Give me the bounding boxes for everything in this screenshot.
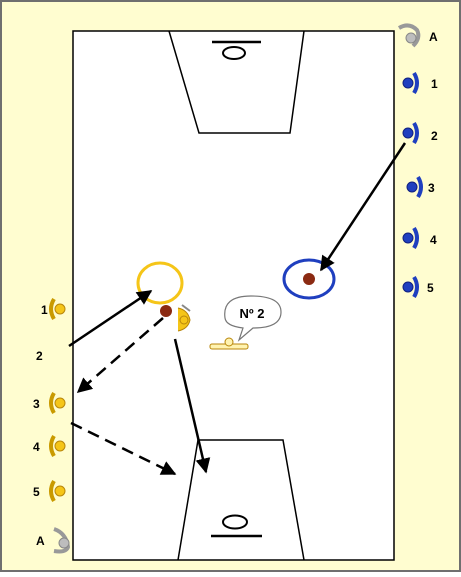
drive-arrow [173, 338, 211, 474]
movement-arrows [68, 142, 407, 476]
right-player-label: 2 [431, 129, 438, 143]
assistant-icon [397, 23, 421, 48]
coach-callout: Nº 2 [209, 295, 282, 350]
left-player-label: 3 [33, 397, 40, 411]
right-bench: A 1 2 3 4 5 [397, 23, 438, 299]
player-icon [49, 297, 66, 321]
player-icon [402, 71, 419, 95]
right-player-label: 5 [427, 281, 434, 295]
left-player-label: 1 [41, 303, 48, 317]
assistant-icon [53, 527, 71, 554]
player-icon [402, 226, 419, 250]
right-player-label: 1 [431, 77, 438, 91]
right-player-label: 3 [428, 181, 435, 195]
left-player-label: 5 [33, 485, 40, 499]
basketball-court [72, 30, 395, 561]
player-icon [406, 175, 423, 199]
top-hoop [222, 46, 246, 60]
yellow-target-circle [136, 261, 184, 305]
left-bench: 1 2 3 4 5 A [33, 297, 71, 554]
court-boundary [72, 30, 395, 561]
top-key [168, 30, 305, 134]
bottom-hoop [222, 514, 248, 530]
basketball-icon [160, 305, 172, 317]
left-player-label: 4 [33, 440, 40, 454]
player-icon [49, 479, 66, 503]
left-player-label: 2 [36, 349, 43, 363]
right-assistant-label: A [429, 30, 438, 44]
blue-pass-arrow [319, 142, 407, 272]
left-assistant-label: A [36, 534, 45, 548]
callout-text: Nº 2 [240, 306, 265, 321]
player-icon [402, 275, 419, 299]
bottom-key [177, 439, 305, 561]
right-player-label: 4 [430, 233, 437, 247]
blue-target-circle [282, 258, 336, 300]
player-with-ball-icon [177, 304, 191, 332]
player-icon [49, 434, 66, 458]
pass-arrow [68, 289, 153, 348]
player-icon [402, 121, 419, 145]
basketball-icon [303, 273, 315, 285]
coach-icon [209, 337, 249, 350]
player-icon [49, 391, 66, 415]
dashed-cut-arrow [70, 421, 177, 476]
speech-bubble [224, 295, 282, 342]
